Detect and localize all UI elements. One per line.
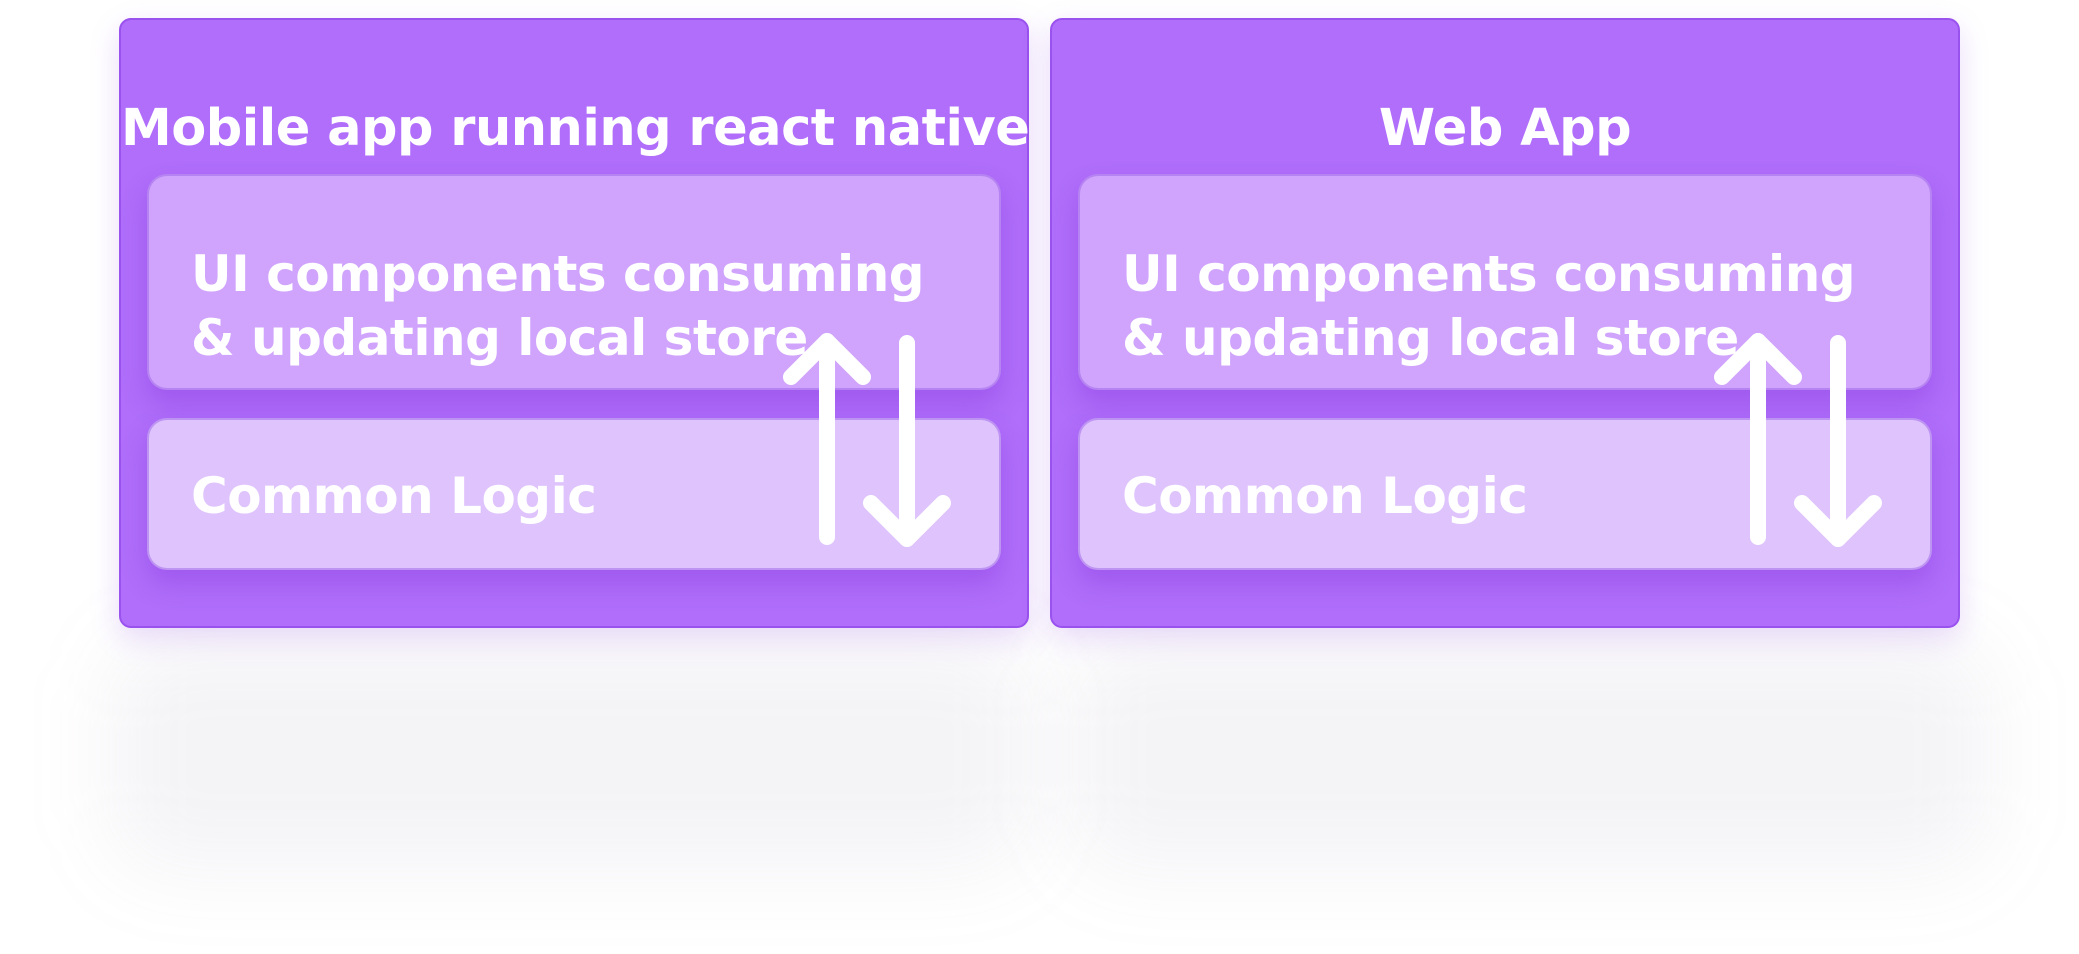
ui-components-panel: UI components consuming & updating local… xyxy=(147,174,1001,390)
mobile-app-box: Mobile app running react native UI compo… xyxy=(119,18,1030,628)
app-title: Web App xyxy=(1378,99,1632,158)
common-logic-panel: Common Logic xyxy=(147,418,1001,570)
common-logic-panel: Common Logic xyxy=(1078,418,1932,570)
common-logic-label: Common Logic xyxy=(191,467,597,525)
bidirectional-arrows xyxy=(1714,333,1882,547)
arrow-up-icon xyxy=(783,333,871,545)
web-app-box: Web App UI components consuming & updati… xyxy=(1050,18,1960,628)
box-shadow xyxy=(110,640,1030,870)
ui-components-panel: UI components consuming & updating local… xyxy=(1078,174,1932,390)
app-title: Mobile app running react native xyxy=(121,99,1030,158)
arrow-down-icon xyxy=(863,335,951,547)
arrow-down-icon xyxy=(1794,335,1882,547)
arrow-up-icon xyxy=(1714,333,1802,545)
box-shadow xyxy=(1070,640,1990,870)
bidirectional-arrows xyxy=(783,333,951,547)
ui-components-label: UI components consuming & updating local… xyxy=(1122,245,1856,367)
ui-components-label: UI components consuming & updating local… xyxy=(191,245,925,367)
common-logic-label: Common Logic xyxy=(1122,467,1528,525)
